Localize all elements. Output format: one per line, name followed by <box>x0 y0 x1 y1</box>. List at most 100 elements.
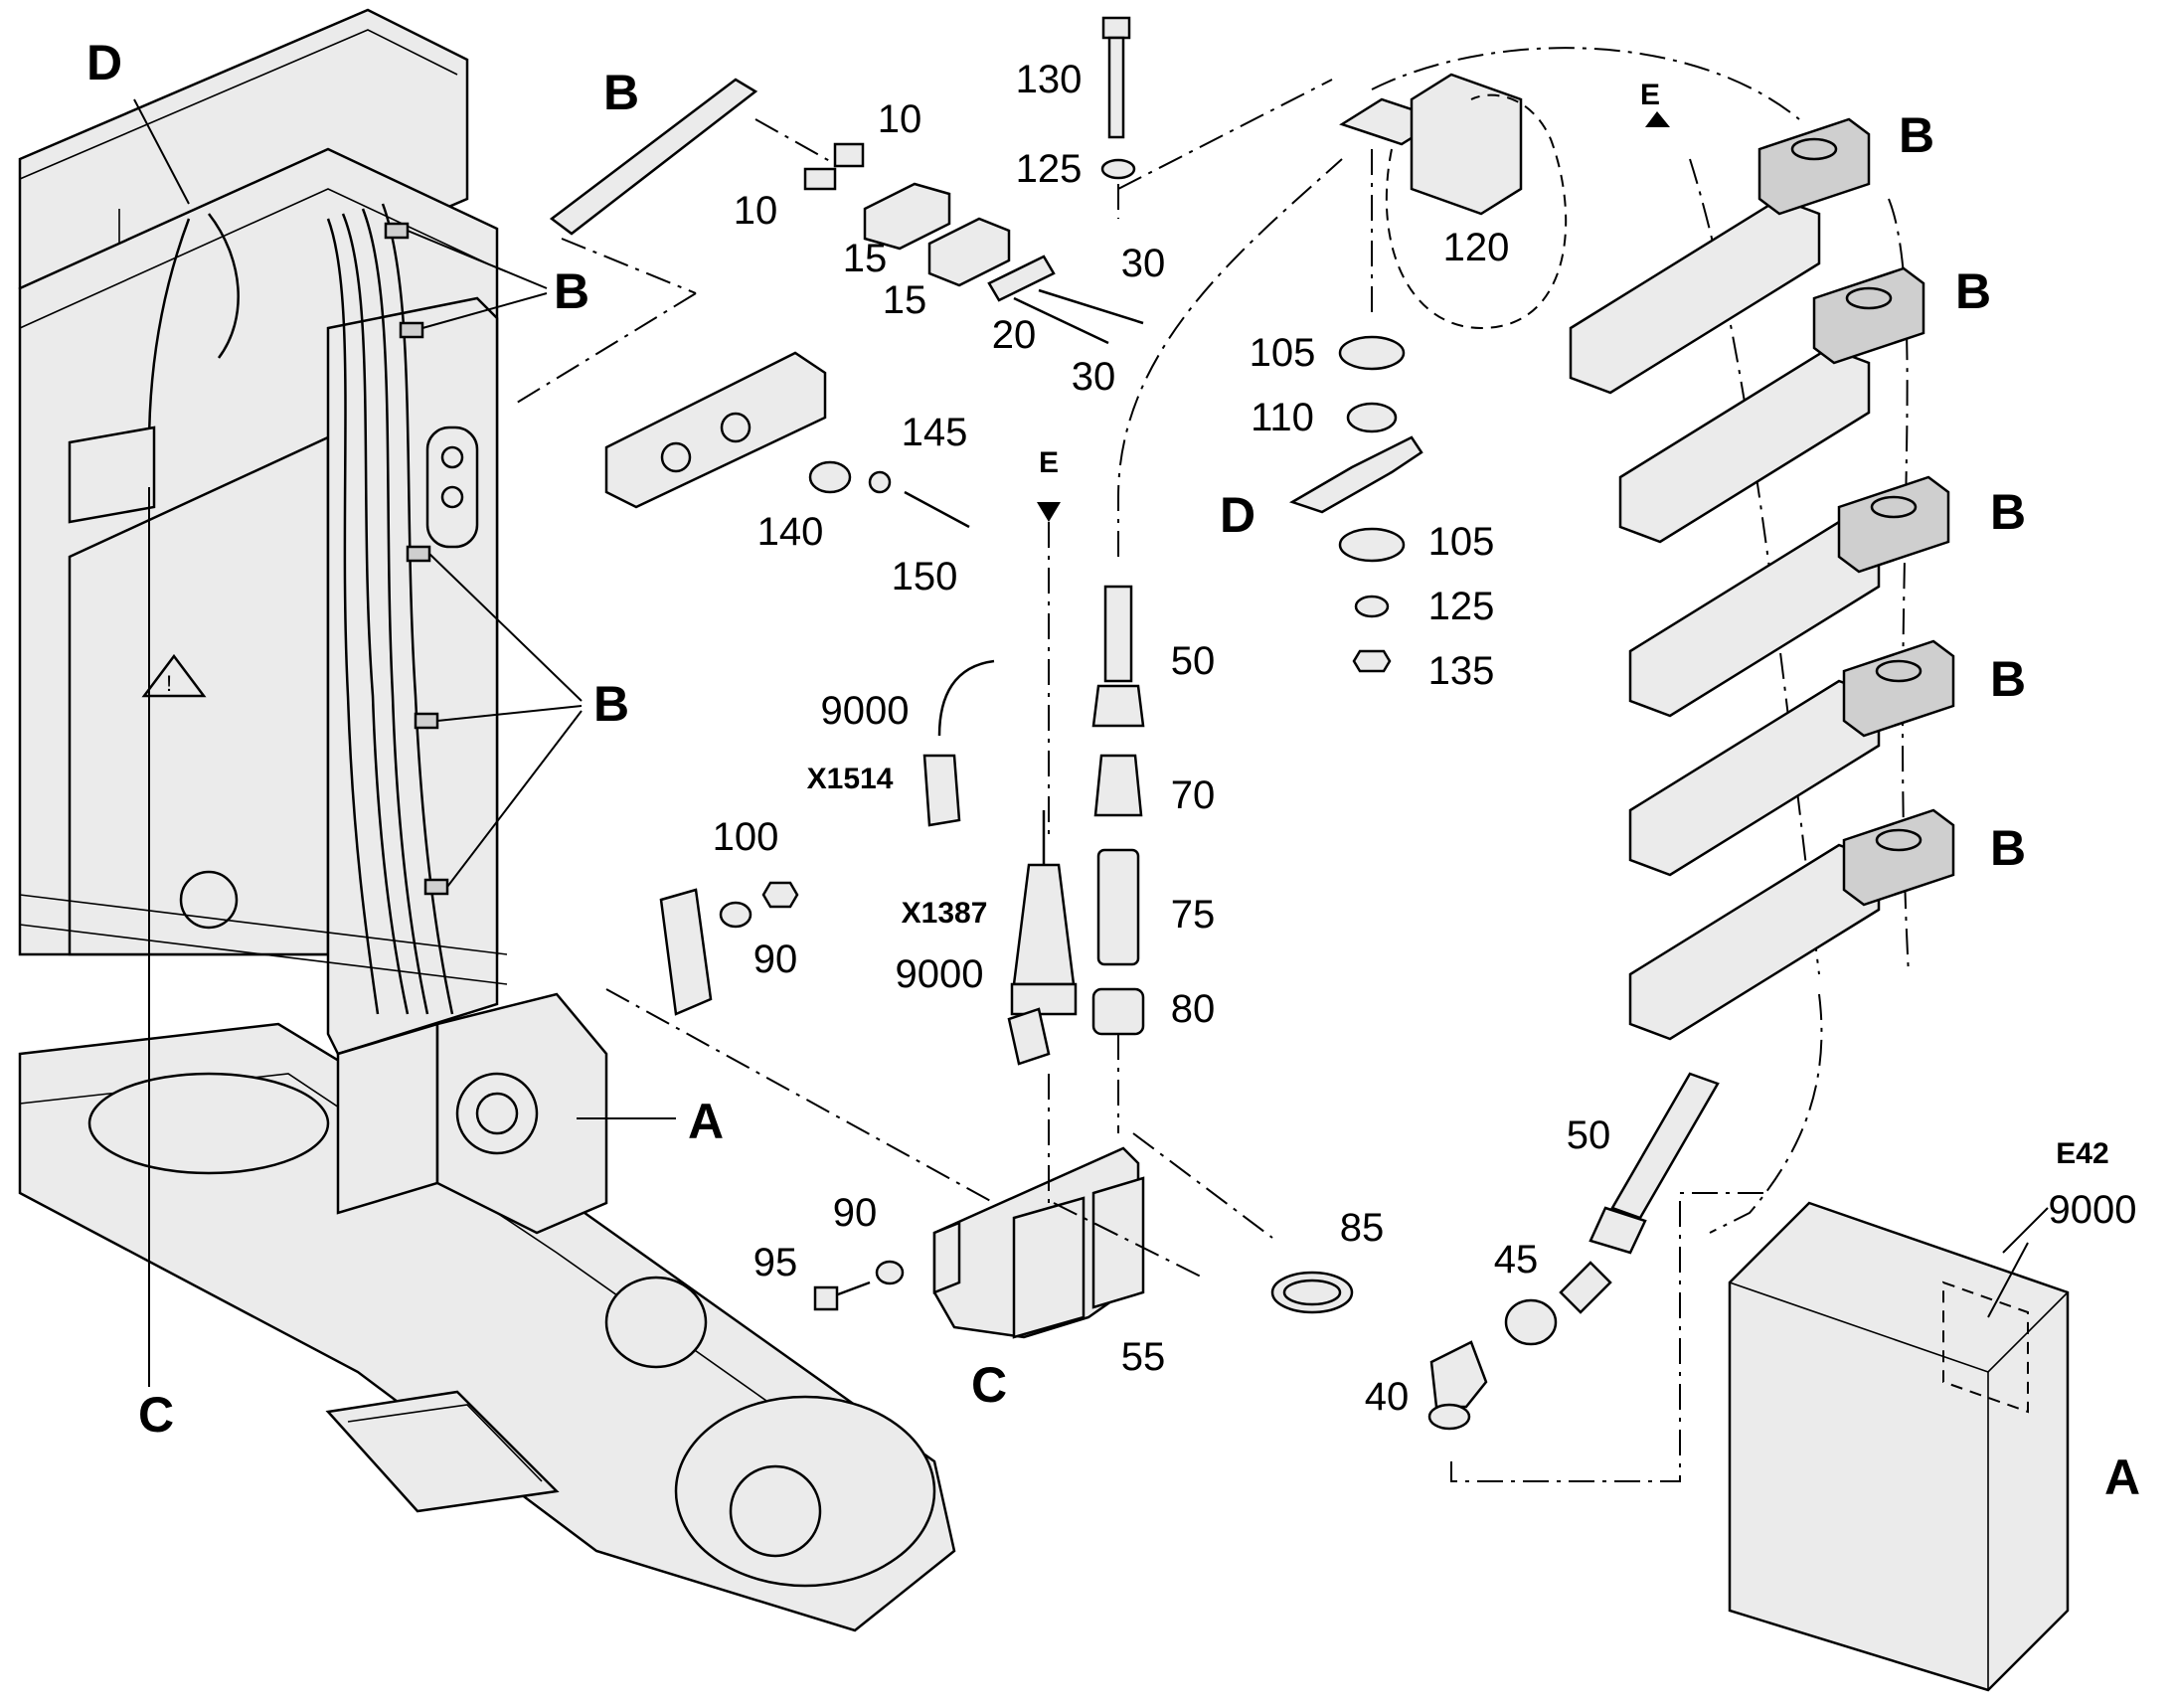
cable-harness <box>326 218 380 1015</box>
label-150: 150 <box>892 555 958 598</box>
label-9000b: 9000 <box>896 952 984 996</box>
part-d-cam <box>1288 435 1423 514</box>
stack-b5: B <box>1990 820 2026 876</box>
label-45: 45 <box>1494 1238 1539 1281</box>
detail-b: B 10 10 15 15 20 30 30 130 <box>516 16 1333 598</box>
clamp-stack: E B B B B B <box>1569 79 2026 1041</box>
label-20: 20 <box>992 313 1037 357</box>
mounting-rail <box>549 78 758 236</box>
part-105-upper <box>1338 335 1406 371</box>
junction-box-a <box>435 992 608 1235</box>
label-30b: 30 <box>1121 242 1166 285</box>
part-55-holder-right <box>1091 1176 1145 1309</box>
detail-d-letter: D <box>1220 487 1255 543</box>
stack-b3: B <box>1990 484 2026 540</box>
label-40: 40 <box>1365 1375 1410 1419</box>
label-9000-a: 9000 <box>2049 1188 2137 1232</box>
part-135-nut <box>1352 649 1392 673</box>
label-125: 125 <box>1016 147 1083 191</box>
label-75: 75 <box>1171 893 1216 937</box>
label-x1387: X1387 <box>902 897 988 930</box>
part-130-bolt-head <box>1101 16 1131 40</box>
connector-cap <box>1007 1007 1051 1066</box>
label-95: 95 <box>753 1241 798 1284</box>
label-130: 130 <box>1016 58 1083 101</box>
label-50-c: 50 <box>1171 639 1216 683</box>
label-80: 80 <box>1171 987 1216 1031</box>
detail-c: E 9000 X1514 X1387 9000 50 70 75 80 100 … <box>605 446 1385 1413</box>
box-e42-internal <box>1942 1281 2029 1414</box>
label-10a: 10 <box>878 97 922 141</box>
cable-9000-a <box>937 659 995 737</box>
label-55: 55 <box>1121 1335 1166 1379</box>
stack-b1: B <box>1899 107 1934 163</box>
label-140: 140 <box>757 510 824 554</box>
part-80-sleeve <box>1091 987 1145 1036</box>
part-55-flange <box>932 1221 961 1294</box>
connector-arc-d <box>1117 158 1343 557</box>
clamp-rail-4 <box>1628 679 1881 877</box>
harness-clamp <box>399 321 424 339</box>
part-30-bolt <box>1038 288 1144 325</box>
clamp-rail-1 <box>1569 197 1821 395</box>
connector-arc-top <box>1371 47 1800 120</box>
label-90a: 90 <box>753 938 798 981</box>
e-arrow-down-icon <box>1037 502 1061 522</box>
machine-column <box>326 296 499 1056</box>
harness-clamp <box>384 222 410 240</box>
part-15-lower <box>927 217 1011 287</box>
machine-bracket-c <box>68 426 156 524</box>
label-10b: 10 <box>734 189 778 233</box>
clamp-rail-5 <box>1628 843 1881 1041</box>
part-15-upper <box>863 182 951 251</box>
detail-b-letter: B <box>603 65 639 120</box>
label-85: 85 <box>1340 1206 1385 1250</box>
clamp-block-b4 <box>1842 639 1955 738</box>
label-125-d: 125 <box>1428 585 1495 628</box>
connector-to-box <box>1709 993 1823 1234</box>
track-opening <box>87 1072 330 1175</box>
part-70-nipple <box>1093 754 1143 817</box>
stack-b4: B <box>1990 651 2026 707</box>
harness-clamp <box>406 545 431 563</box>
connector-x1387-nut <box>1010 982 1078 1016</box>
harness-clamp <box>414 712 439 730</box>
label-135: 135 <box>1428 649 1495 693</box>
part-125-washer <box>1100 158 1136 180</box>
access-step <box>325 1390 560 1513</box>
stack-centerline <box>1689 158 1820 975</box>
label-30a: 30 <box>1072 355 1116 399</box>
stack-b2: B <box>1955 263 1991 319</box>
part-90-washer-a <box>719 901 752 929</box>
e-marker-c: E <box>1039 446 1059 479</box>
part-105-lower <box>1338 527 1406 563</box>
callout-c: C <box>138 1387 174 1443</box>
label-105b: 105 <box>1428 520 1495 564</box>
harness-clamp <box>423 878 449 896</box>
detail-a-letter: A <box>2104 1450 2140 1505</box>
part-150-screw <box>904 490 970 529</box>
label-50-a: 50 <box>1567 1113 1611 1157</box>
part-20-plate <box>987 255 1056 302</box>
part-145-washer <box>868 470 892 494</box>
part-75-coupling <box>1096 848 1140 966</box>
junction-box-door <box>336 1022 439 1215</box>
part-140-clip <box>808 460 852 494</box>
part-100-nut <box>761 881 799 909</box>
part-40-nut <box>1427 1403 1471 1431</box>
label-9000a: 9000 <box>821 689 910 733</box>
part-50-fitting-c <box>1091 684 1145 728</box>
label-105a: 105 <box>1250 331 1316 375</box>
clamp-block-b5 <box>1842 808 1955 907</box>
label-15a: 15 <box>843 237 888 280</box>
label-120: 120 <box>1443 226 1510 269</box>
part-120-bracket <box>1410 73 1523 216</box>
part-50-fitting-a <box>1588 1206 1647 1255</box>
clamp-rail-2 <box>1618 346 1871 544</box>
part-10-lower <box>833 142 865 168</box>
part-50-tube-a <box>1610 1072 1720 1220</box>
part-45-nut <box>1504 1298 1558 1346</box>
connector-x1514 <box>922 754 961 827</box>
part-30-bolt-2 <box>1013 296 1109 345</box>
